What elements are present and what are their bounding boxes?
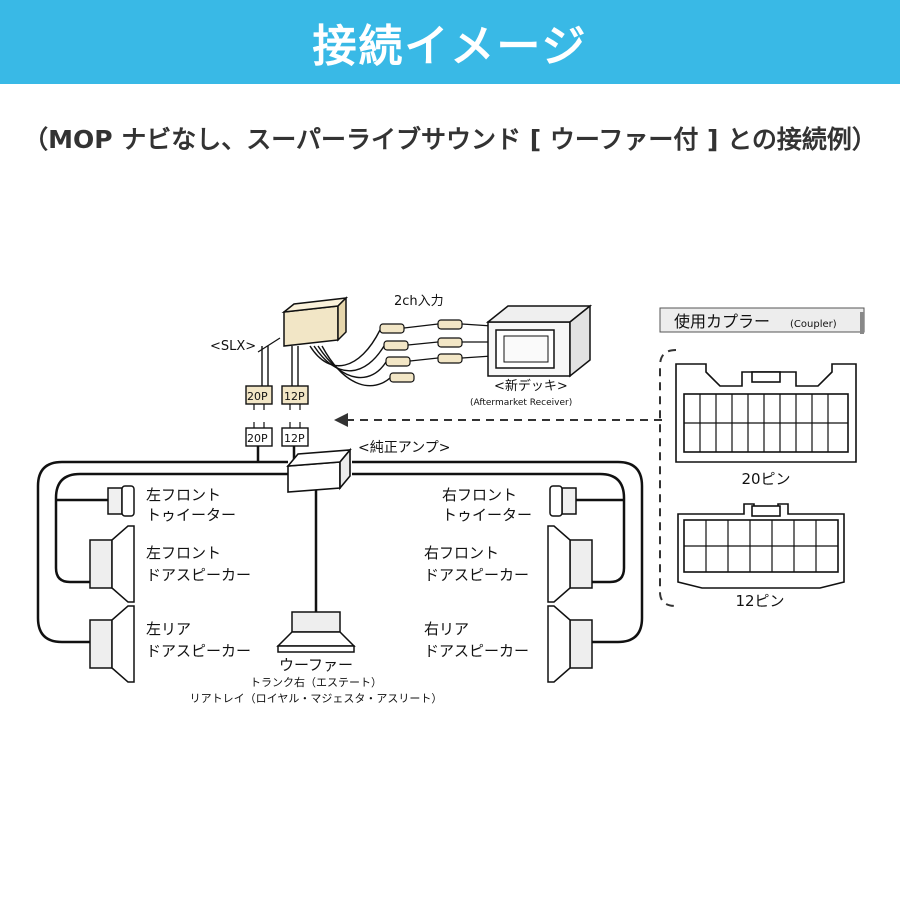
title-banner: 接続イメージ (0, 0, 900, 84)
coupler-12pin-label: 12ピン (735, 592, 784, 610)
amp-label: <純正アンプ> (358, 440, 450, 456)
left-door-label-2: ドアスピーカー (146, 566, 251, 584)
page-title: 接続イメージ (312, 21, 588, 72)
amp-connectors: 20P 12P (245, 422, 309, 447)
left-door-label-1: 左フロント (146, 544, 221, 562)
right-door-speaker (547, 525, 593, 603)
left-tweeter (107, 485, 135, 517)
connector-20p-top: 20P (247, 390, 268, 403)
coupler-12pin (677, 503, 845, 589)
woofer-note-1: トランク右（エステート） (250, 675, 382, 689)
connector-12p-top: 12P (284, 390, 305, 403)
left-rear-speaker (89, 605, 135, 683)
aftermarket-deck (485, 304, 593, 378)
slx-label: <SLX> (210, 339, 256, 354)
coupler-20pin (675, 363, 857, 463)
connector-20p-bottom: 20P (247, 432, 268, 445)
coupler-panel: 使用カプラー (Coupler) (659, 307, 865, 607)
left-rear-label-2: ドアスピーカー (146, 642, 251, 660)
right-tweeter (549, 485, 577, 517)
left-door-speaker (89, 525, 135, 603)
coupler-title-sub: (Coupler) (790, 319, 837, 330)
right-tweeter-label-1: 右フロント (442, 486, 517, 504)
woofer-speaker (276, 611, 356, 653)
page-subtitle: （MOP ナビなし、スーパーライブサウンド [ ウーファー付 ] との接続例） (23, 125, 877, 154)
slx-module: <SLX> (210, 296, 349, 354)
coupler-20pin-label: 20ピン (741, 470, 790, 488)
woofer-label: ウーファー (279, 656, 353, 674)
deck-sublabel: (Aftermarket Receiver) (470, 398, 572, 408)
right-tweeter-label-2: トゥイーター (442, 506, 532, 524)
slx-connectors: 20P 12P (245, 385, 309, 410)
slx-wires (261, 329, 391, 387)
right-door-label-1: 右フロント (424, 544, 499, 562)
right-rear-label-2: ドアスピーカー (424, 642, 529, 660)
connector-12p-bottom: 12P (284, 432, 305, 445)
coupler-reference-arrow (334, 413, 662, 427)
rca-plugs (379, 319, 463, 383)
input-label: 2ch入力 (394, 294, 444, 309)
harness-loop (36, 446, 644, 644)
coupler-title: 使用カプラー (674, 312, 770, 331)
left-tweeter-label-1: 左フロント (146, 486, 221, 504)
left-rear-label-1: 左リア (146, 620, 191, 638)
right-rear-speaker (547, 605, 593, 683)
right-rear-label-1: 右リア (424, 620, 469, 638)
right-door-label-2: ドアスピーカー (424, 566, 529, 584)
speaker-labels: 左フロント トゥイーター 左フロント ドアスピーカー 左リア ドアスピーカー 右… (146, 486, 532, 674)
woofer-note-2: リアトレイ（ロイヤル・マジェスタ・アスリート） (190, 692, 443, 705)
left-tweeter-label-2: トゥイーター (146, 506, 236, 524)
factory-amp (286, 447, 352, 493)
deck-label: <新デッキ> (494, 378, 568, 394)
